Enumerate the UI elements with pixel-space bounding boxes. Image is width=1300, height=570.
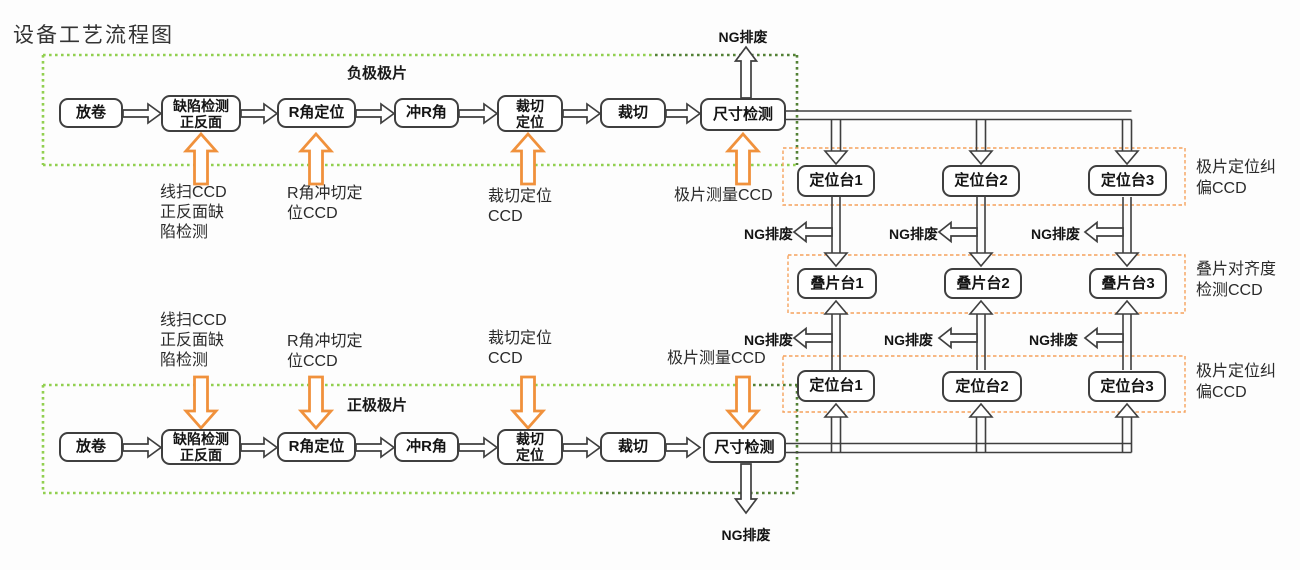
ng-branch-arrow [792,220,833,244]
connector-arrowhead [1114,402,1140,418]
stacking-station-box: 叠片台3 [1089,268,1167,299]
positioning-station-box: 定位台3 [1088,371,1166,402]
ccd-panel-label: 极片定位纠 偏CCD [1196,363,1277,401]
ng-waste-label: NG排废 [721,527,771,543]
flow-arrow [562,436,602,459]
ng-branch-arrow [1083,220,1124,244]
negative-step-box: R角定位 [277,98,356,128]
positioning-station-box: 定位台3 [1088,165,1167,196]
ng-branch-arrow [937,326,978,350]
ng-branch-arrow [1083,326,1124,350]
flow-arrow [458,102,499,125]
flow-arrow [355,102,396,125]
connector-arrowhead [968,150,994,166]
positive-ccd-annotation: R角冲切定 位CCD [287,333,363,370]
negative-step-box: 裁切 [600,98,666,128]
ccd-arrow [182,375,220,431]
ng-waste-label: NG排废 [889,226,938,242]
connector-arrowhead [823,252,849,268]
ng-waste-label: NG排废 [1031,226,1080,242]
positive-ccd-annotation: 极片测量CCD [667,350,766,367]
positive-step-box: R角定位 [277,432,356,462]
negative-group-label: 负极极片 [347,65,408,82]
flow-arrow [122,436,163,459]
stacking-station-box: 叠片台2 [944,268,1022,299]
ccd-arrow [724,375,762,431]
positive-group-label: 正极极片 [347,397,408,414]
positioning-station-box: 定位台1 [797,165,875,197]
connector-arrowhead [823,150,849,166]
positioning-station-box: 定位台2 [942,165,1020,197]
negative-ccd-annotation: R角冲切定 位CCD [287,185,363,222]
connector-arrowhead [823,402,849,418]
positive-step-box: 尺寸检测 [703,432,786,463]
connector-arrowhead [968,299,994,315]
ccd-region-dashed [782,147,1186,206]
flow-arrow [240,436,279,459]
positive-step-box: 缺陷检测 正反面 [161,429,241,465]
negative-ccd-annotation: 极片测量CCD [674,187,773,204]
stacking-station-box: 叠片台1 [797,268,877,299]
ccd-panel-label: 叠片对齐度 检测CCD [1196,261,1277,299]
negative-ccd-annotation: 线扫CCD 正反面缺 陷检测 [160,184,227,241]
flow-arrow [562,102,602,125]
ng-branch-arrow [792,326,833,350]
connector-arrowhead [968,252,994,268]
ccd-arrow [297,131,335,186]
ng-waste-label: NG排废 [1029,332,1078,348]
connector-arrowhead [1114,252,1140,268]
positioning-station-box: 定位台2 [942,371,1022,402]
ccd-panel-label: 极片定位纠 偏CCD [1196,159,1277,197]
ccd-arrow [724,131,762,186]
negative-ccd-annotation: 裁切定位 CCD [488,188,553,225]
ng-waste-label: NG排废 [718,29,768,45]
negative-step-box: 放卷 [59,98,123,128]
flow-arrow [355,436,396,459]
ng-arrow-up [733,45,759,99]
negative-step-box: 尺寸检测 [700,98,786,131]
ng-branch-arrow [937,220,978,244]
connector-arrowhead [1114,150,1140,166]
connector-arrowhead [823,299,849,315]
flow-arrow [122,102,163,125]
ccd-arrow [297,375,335,431]
ccd-region-dashed [782,355,1186,413]
flow-arrow [240,102,279,125]
page-title: 设备工艺流程图 [13,23,174,47]
connector-arrowhead [1114,299,1140,315]
positive-ccd-annotation: 裁切定位 CCD [488,330,553,367]
flow-arrow [665,102,702,125]
ng-waste-label: NG排废 [884,332,933,348]
ccd-arrow [509,375,547,431]
flow-arrow [458,436,499,459]
positive-step-box: 裁切 [600,432,666,462]
positive-step-box: 冲R角 [394,432,459,462]
negative-step-box: 冲R角 [394,98,459,128]
ng-waste-label: NG排废 [744,332,793,348]
positive-step-box: 放卷 [59,432,123,462]
negative-step-box: 裁切 定位 [497,95,563,132]
flow-arrow [665,436,702,459]
ccd-arrow [182,131,220,186]
positive-ccd-annotation: 线扫CCD 正反面缺 陷检测 [160,312,227,369]
ng-arrow-down [733,463,759,515]
connector-arrowhead [968,402,994,418]
negative-step-box: 缺陷检测 正反面 [161,95,241,132]
ng-waste-label: NG排废 [744,226,793,242]
ccd-arrow [509,131,547,186]
positioning-station-box: 定位台1 [797,370,875,402]
positive-step-box: 裁切 定位 [497,429,563,465]
